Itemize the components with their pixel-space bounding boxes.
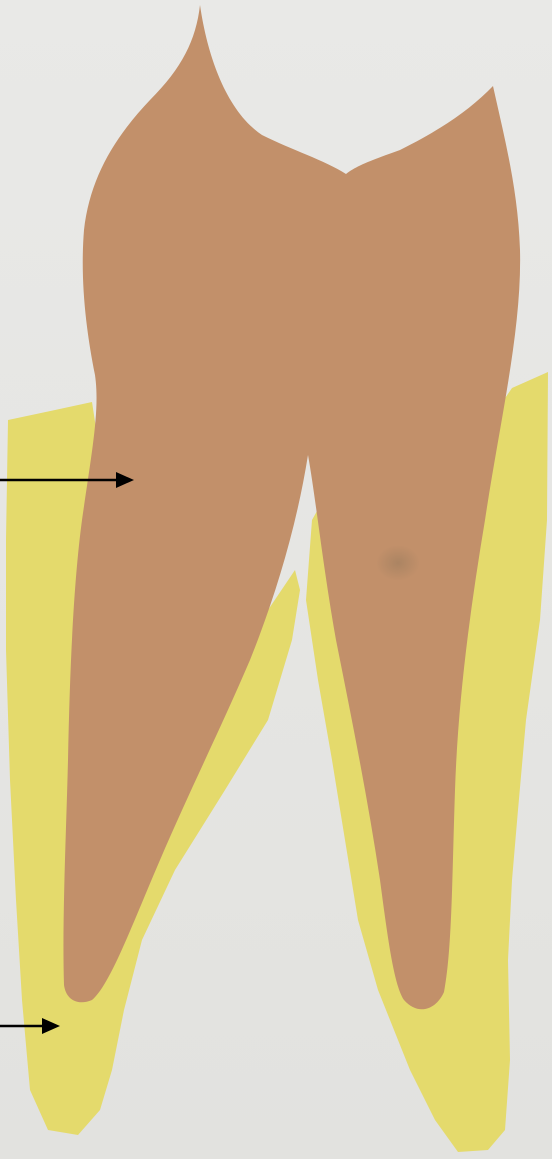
tooth-stain — [376, 545, 420, 581]
